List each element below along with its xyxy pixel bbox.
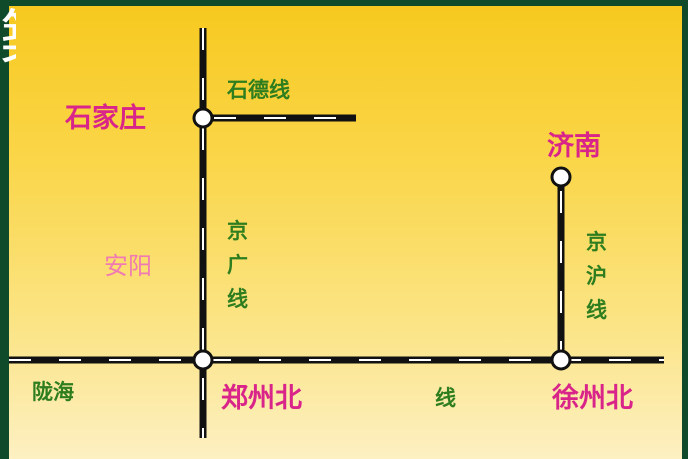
city-labels: 石家庄 济南 郑州北 徐州北 安阳 — [64, 102, 633, 414]
label-zhengzhou-north: 郑州北 — [221, 383, 302, 414]
label-jinghu-1: 京 — [586, 230, 607, 254]
label-anyang: 安阳 — [104, 252, 152, 280]
station-xuzhou-north — [550, 349, 572, 371]
label-longhai-part1: 陇海 — [32, 380, 74, 404]
label-jingguang-1: 京 — [227, 219, 248, 243]
station-shijiazhuang — [192, 107, 214, 129]
label-shide-line: 石德线 — [226, 78, 290, 102]
frame-top-border — [0, 0, 688, 6]
station-zhengzhou-north — [192, 349, 214, 371]
label-jinghu-2: 沪 — [586, 264, 607, 288]
line-labels: 石德线 京 广 线 京 沪 线 陇海 线 — [32, 78, 607, 410]
title-glyph-fragment: 築 — [0, 4, 16, 74]
label-xuzhou-north: 徐州北 — [551, 382, 633, 414]
railway-map-svg: 石家庄 济南 郑州北 徐州北 安阳 石德线 京 广 线 京 沪 线 陇海 线 — [9, 28, 664, 438]
frame-left-border — [0, 0, 9, 459]
railway-map: 石家庄 济南 郑州北 徐州北 安阳 石德线 京 广 线 京 沪 线 陇海 线 — [9, 6, 682, 459]
label-jingguang-2: 广 — [227, 253, 248, 277]
label-jingguang-3: 线 — [227, 287, 248, 311]
label-longhai-part2: 线 — [435, 386, 456, 410]
label-shijiazhuang: 石家庄 — [64, 102, 146, 134]
label-jinghu-3: 线 — [586, 298, 607, 322]
stations — [192, 107, 572, 371]
rail-lines — [9, 28, 664, 438]
label-jinan: 济南 — [547, 131, 601, 162]
station-jinan — [550, 166, 572, 188]
frame-right-border — [682, 0, 688, 459]
